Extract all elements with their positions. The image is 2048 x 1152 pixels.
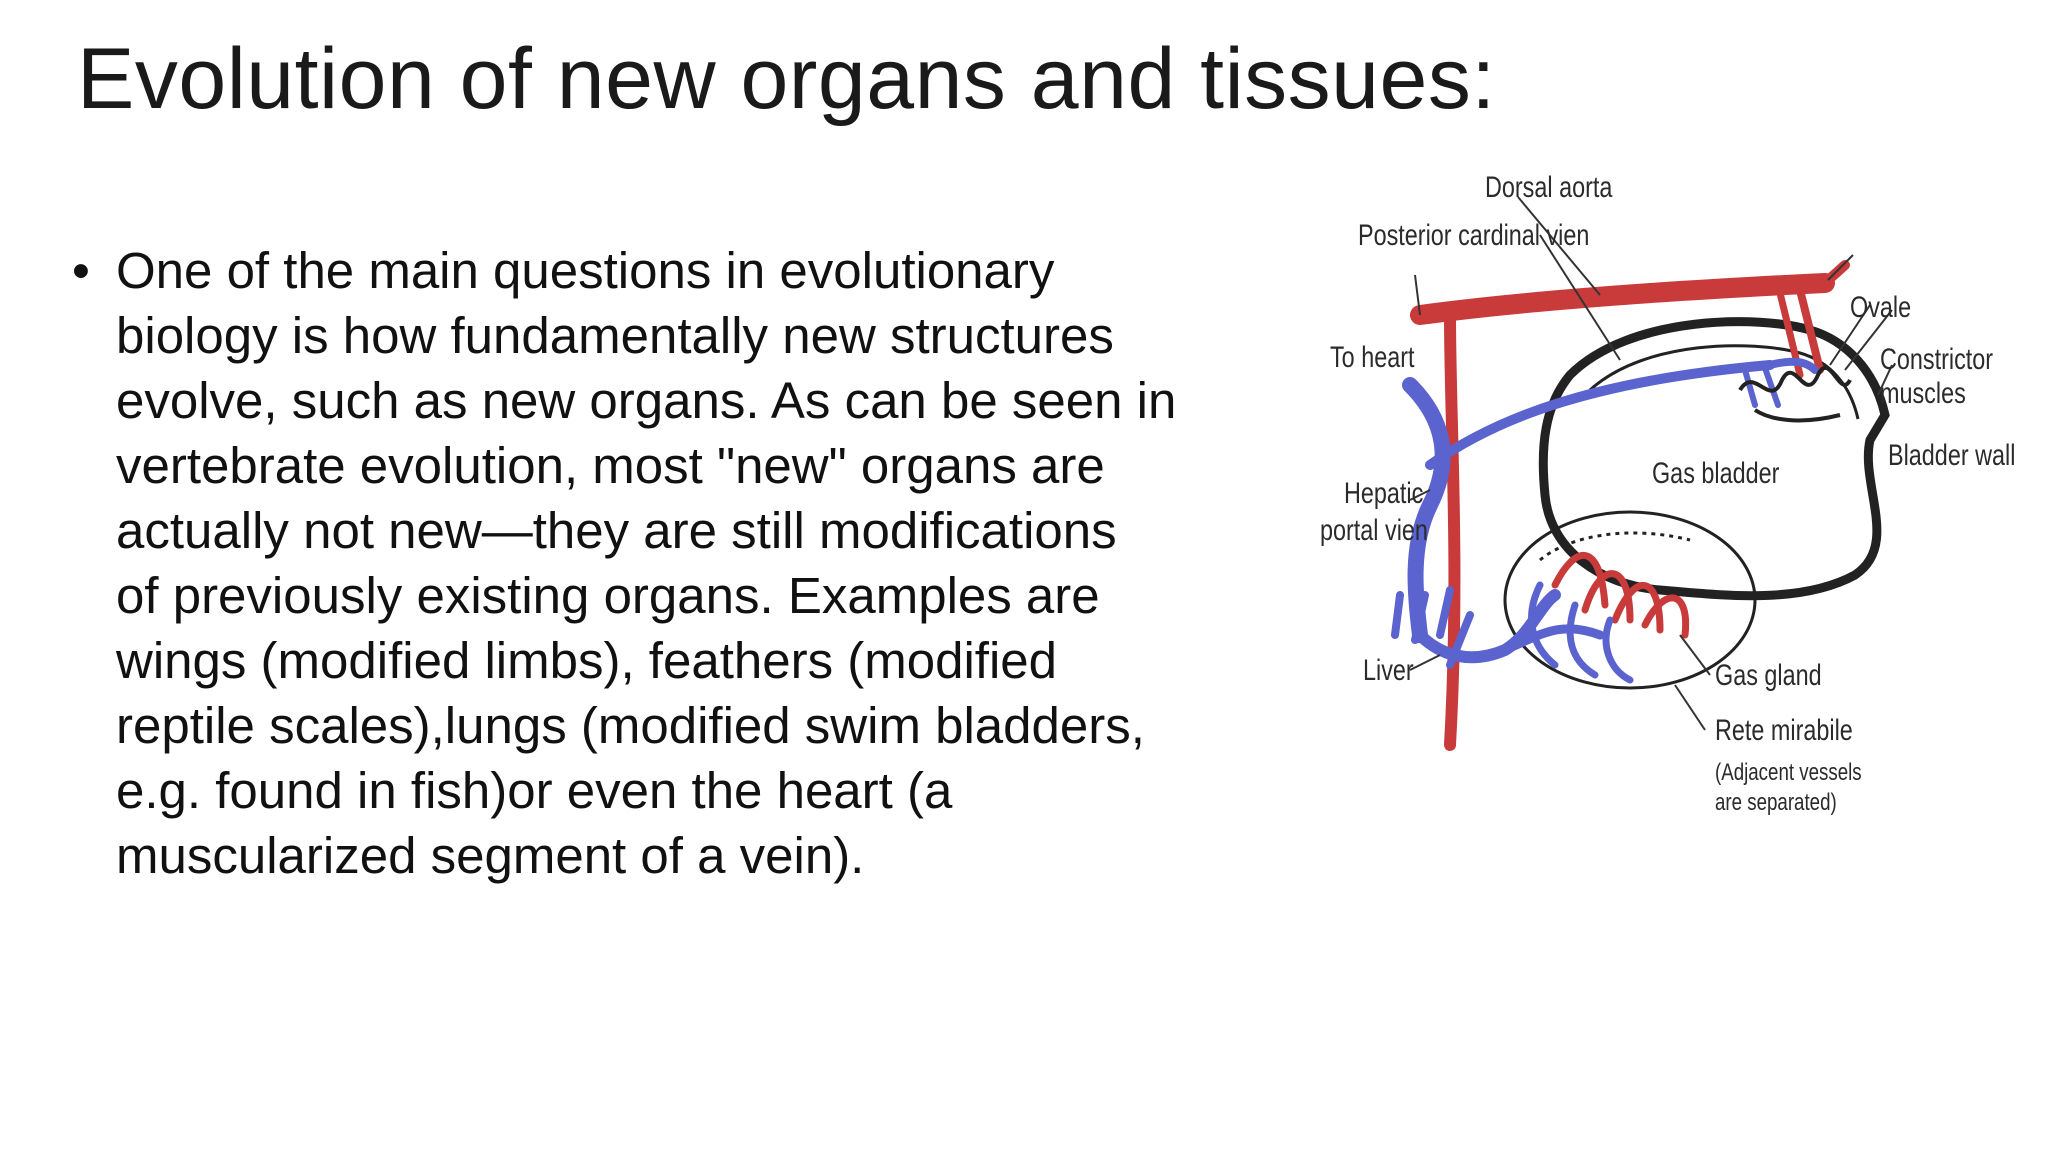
slide-body: • One of the main questions in evolution… xyxy=(68,238,1248,888)
bullet-line: of previously existing organs. Examples … xyxy=(116,567,1100,624)
bullet-line: vertebrate evolution, most "new" organs … xyxy=(116,437,1105,494)
bullet-line: e.g. found in fish)or even the heart (a xyxy=(116,762,953,819)
leader-lines xyxy=(1409,196,1893,731)
gas-gland-shape xyxy=(1503,510,1757,690)
label-gas-bladder: Gas bladder xyxy=(1652,456,1779,489)
label-posterior-cardinal-vein: Posterior cardinal vien xyxy=(1358,218,1589,251)
ovale-coil xyxy=(1738,365,1852,423)
dorsal-aorta xyxy=(1410,260,1850,751)
bullet-line: biology is how fundamentally new structu… xyxy=(116,307,1114,364)
bullet-line: actually not new—they are still modifica… xyxy=(116,502,1117,559)
gas-bladder-diagram-svg: Dorsal aorta Posterior cardinal vien To … xyxy=(1320,170,2015,816)
label-rete-note-1: (Adjacent vessels xyxy=(1715,759,1862,786)
bullet-line: evolve, such as new organs. As can be se… xyxy=(116,372,1177,429)
label-ovale: Ovale xyxy=(1850,290,1911,323)
bullet-list: • One of the main questions in evolution… xyxy=(68,238,1248,888)
label-hepatic: Hepatic xyxy=(1344,476,1423,509)
bullet-line: wings (modified limbs), feathers (modifi… xyxy=(116,632,1058,689)
label-liver: Liver xyxy=(1363,653,1414,686)
label-constrictor: Constrictor xyxy=(1880,342,1993,375)
bullet-line: reptile scales),lungs (modified swim bla… xyxy=(116,697,1145,754)
bullet-item: • One of the main questions in evolution… xyxy=(68,238,1248,888)
bladder-inner-wall xyxy=(1554,333,1873,586)
slide-title: Evolution of new organs and tissues: xyxy=(77,31,1496,127)
bullet-line: muscularized segment of a vein). xyxy=(116,827,865,884)
label-portal-vein: portal vien xyxy=(1320,513,1428,546)
label-muscles: muscles xyxy=(1880,376,1966,409)
label-to-heart: To heart xyxy=(1330,340,1415,373)
gas-bladder-diagram: Dorsal aorta Posterior cardinal vien To … xyxy=(1300,165,2020,845)
label-bladder-wall: Bladder wall xyxy=(1888,438,2015,471)
label-dorsal-aorta: Dorsal aorta xyxy=(1485,170,1612,203)
veins xyxy=(1391,357,1819,684)
label-rete-note-2: are separated) xyxy=(1715,789,1837,816)
label-rete-mirabile: Rete mirabile xyxy=(1715,713,1853,746)
label-gas-gland: Gas gland xyxy=(1715,658,1822,691)
bullet-line: One of the main questions in evolutionar… xyxy=(116,242,1055,299)
bullet-dot: • xyxy=(72,242,90,299)
